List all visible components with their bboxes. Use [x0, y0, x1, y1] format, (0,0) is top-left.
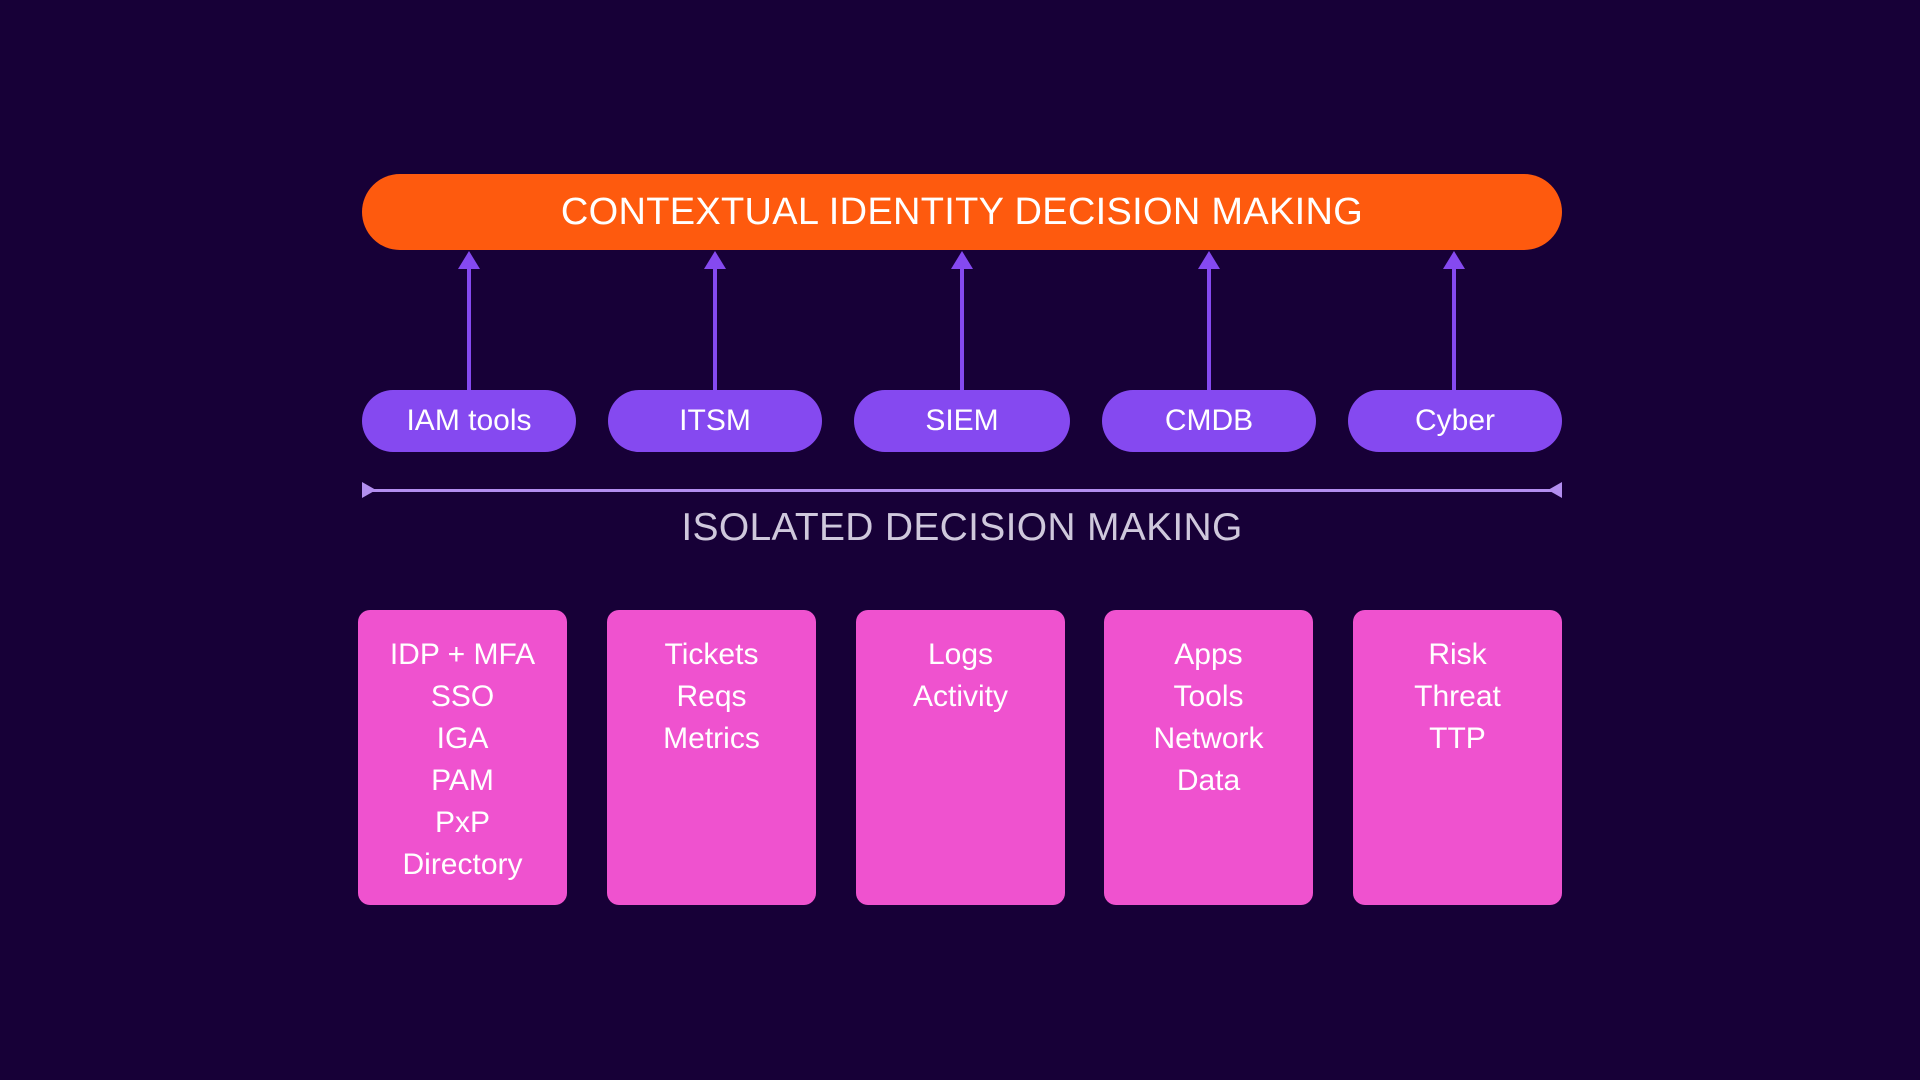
detail-box-siem: Logs Activity: [856, 610, 1065, 905]
detail-item: Risk: [1428, 638, 1487, 671]
detail-item: TTP: [1429, 722, 1486, 755]
detail-item: Tickets: [664, 638, 759, 671]
pill-label: CMDB: [1164, 404, 1254, 437]
detail-box-itsm: Tickets Reqs Metrics: [607, 610, 816, 905]
source-pill-cyber: Cyber: [1348, 390, 1562, 452]
detail-item: Network: [1153, 722, 1264, 755]
detail-item: Threat: [1414, 680, 1501, 713]
source-pill-siem: SIEM: [854, 390, 1070, 452]
detail-item: Tools: [1173, 680, 1244, 713]
source-pill-cmdb: CMDB: [1102, 390, 1316, 452]
pill-label: Cyber: [1414, 404, 1496, 437]
detail-box-cyber: Risk Threat TTP: [1353, 610, 1562, 905]
detail-item: SSO: [430, 680, 495, 713]
pill-label: ITSM: [679, 404, 751, 437]
arrow-up-icon: [1442, 251, 1466, 391]
pill-label: SIEM: [925, 404, 999, 437]
detail-item: Logs: [927, 638, 994, 671]
pill-label: IAM tools: [406, 404, 532, 437]
detail-item: Data: [1176, 764, 1241, 797]
detail-item: Reqs: [676, 680, 747, 713]
detail-item: IDP + MFA: [389, 638, 536, 671]
detail-box-cmdb: Apps Tools Network Data: [1104, 610, 1313, 905]
triangle-left-icon: [1548, 482, 1562, 498]
detail-item: Activity: [912, 680, 1008, 713]
detail-item: Metrics: [663, 722, 760, 755]
source-pill-iam-tools: IAM tools: [362, 390, 576, 452]
top-bar-label: CONTEXTUAL IDENTITY DECISION MAKING: [560, 190, 1364, 233]
source-pill-itsm: ITSM: [608, 390, 822, 452]
detail-item: Directory: [402, 848, 523, 881]
detail-box-iam-tools: IDP + MFA SSO IGA PAM PxP Directory: [358, 610, 567, 905]
arrow-up-icon: [703, 251, 727, 391]
isolated-decision-label: ISOLATED DECISION MAKING: [681, 506, 1243, 549]
detail-item: IGA: [436, 722, 489, 755]
detail-item: PAM: [431, 764, 494, 797]
arrow-up-icon: [950, 251, 974, 391]
span-line: [362, 489, 1562, 492]
triangle-right-icon: [362, 482, 376, 498]
contextual-decision-bar: CONTEXTUAL IDENTITY DECISION MAKING: [362, 174, 1562, 250]
arrow-up-icon: [457, 251, 481, 391]
detail-item: PxP: [434, 806, 491, 839]
arrow-up-icon: [1197, 251, 1221, 391]
detail-item: Apps: [1174, 638, 1243, 671]
